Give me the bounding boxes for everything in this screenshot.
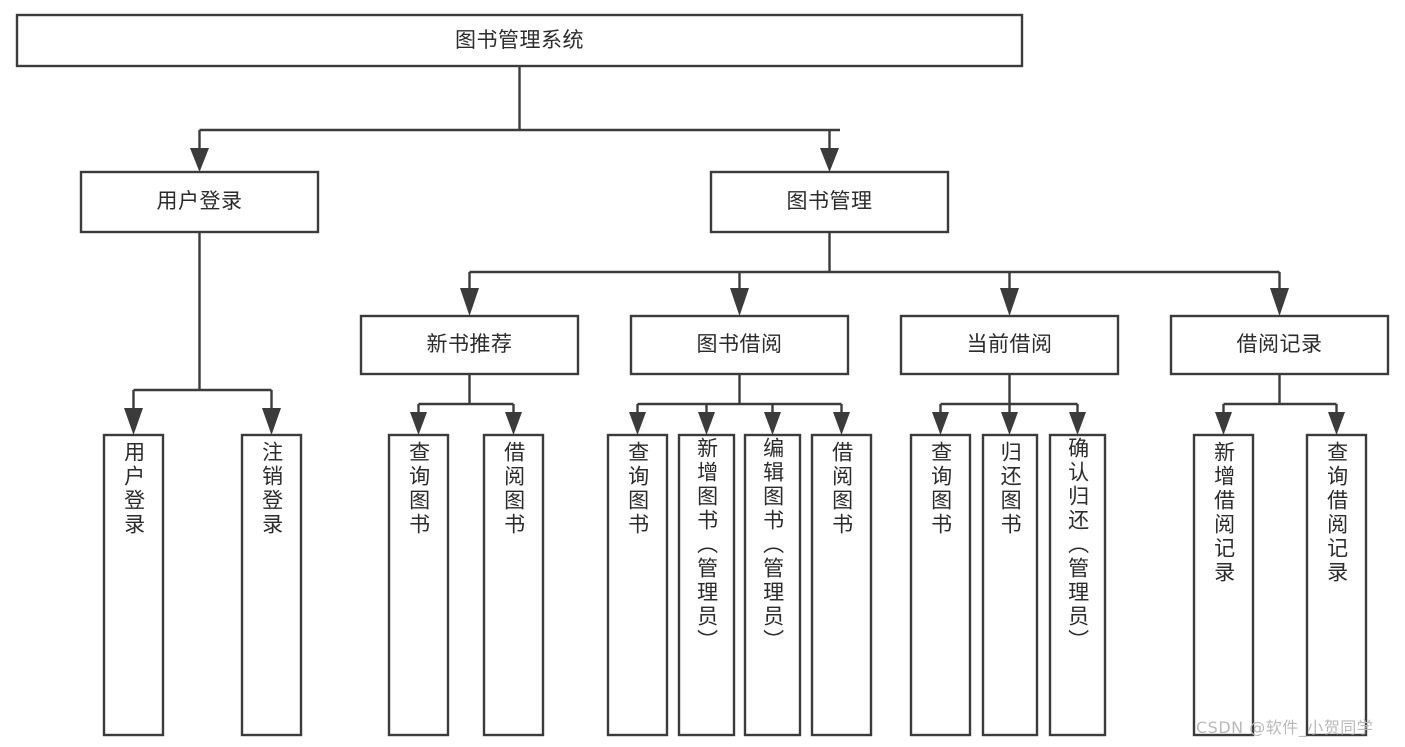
node-box-leaf-query-book-c[interactable] bbox=[909, 433, 972, 737]
arrow-to-leaf-borrow-book-a bbox=[505, 412, 522, 435]
arrow-to-leaf-add-book bbox=[698, 412, 715, 435]
arrow-to-leaf-borrow-book-b bbox=[833, 412, 850, 435]
arrow-to-leaf-query-record bbox=[1328, 412, 1345, 435]
node-box-leaf-add-book[interactable] bbox=[677, 433, 736, 737]
arrow-to-leaf-return-book bbox=[1001, 412, 1018, 435]
node-box-borrow-record[interactable] bbox=[1169, 314, 1390, 376]
arrow-to-leaf-user-login bbox=[124, 408, 143, 435]
node-box-leaf-edit-book[interactable] bbox=[743, 433, 802, 737]
arrow-to-leaf-logout bbox=[262, 408, 281, 435]
arrow-to-leaf-query-book-c bbox=[932, 412, 949, 435]
node-box-leaf-add-record[interactable] bbox=[1192, 433, 1255, 737]
node-box-leaf-confirm-return[interactable] bbox=[1048, 433, 1107, 737]
node-box-leaf-query-record[interactable] bbox=[1305, 433, 1368, 737]
node-box-leaf-borrow-book-b[interactable] bbox=[810, 433, 873, 737]
arrow-to-book-borrow bbox=[730, 288, 749, 316]
node-box-book-mgmt[interactable] bbox=[709, 170, 950, 234]
nodes-layer bbox=[15, 13, 1390, 737]
node-box-leaf-logout[interactable] bbox=[240, 433, 303, 737]
node-box-leaf-user-login[interactable] bbox=[102, 433, 165, 737]
node-box-user-login[interactable] bbox=[79, 170, 320, 234]
arrow-to-user-login bbox=[190, 148, 209, 172]
arrow-to-borrow-record bbox=[1270, 288, 1289, 316]
arrow-to-new-book-rec bbox=[460, 288, 479, 316]
node-box-book-borrow[interactable] bbox=[629, 314, 850, 376]
node-box-leaf-query-book-a[interactable] bbox=[387, 433, 450, 737]
node-box-current-borrow[interactable] bbox=[899, 314, 1120, 376]
arrow-to-leaf-query-book-a bbox=[410, 412, 427, 435]
node-box-leaf-query-book-b[interactable] bbox=[606, 433, 669, 737]
node-box-new-book-rec[interactable] bbox=[359, 314, 580, 376]
arrow-to-book-mgmt bbox=[820, 148, 839, 172]
node-box-leaf-return-book[interactable] bbox=[981, 433, 1039, 737]
arrow-to-leaf-edit-book bbox=[764, 412, 781, 435]
arrow-to-leaf-query-book-b bbox=[629, 412, 646, 435]
node-box-leaf-borrow-book-a[interactable] bbox=[482, 433, 545, 737]
edges-layer bbox=[124, 66, 1345, 435]
node-box-root[interactable] bbox=[15, 13, 1024, 68]
arrow-to-leaf-add-record bbox=[1215, 412, 1232, 435]
arrow-to-current-borrow bbox=[1000, 288, 1019, 316]
arrow-to-leaf-confirm-return bbox=[1069, 412, 1086, 435]
